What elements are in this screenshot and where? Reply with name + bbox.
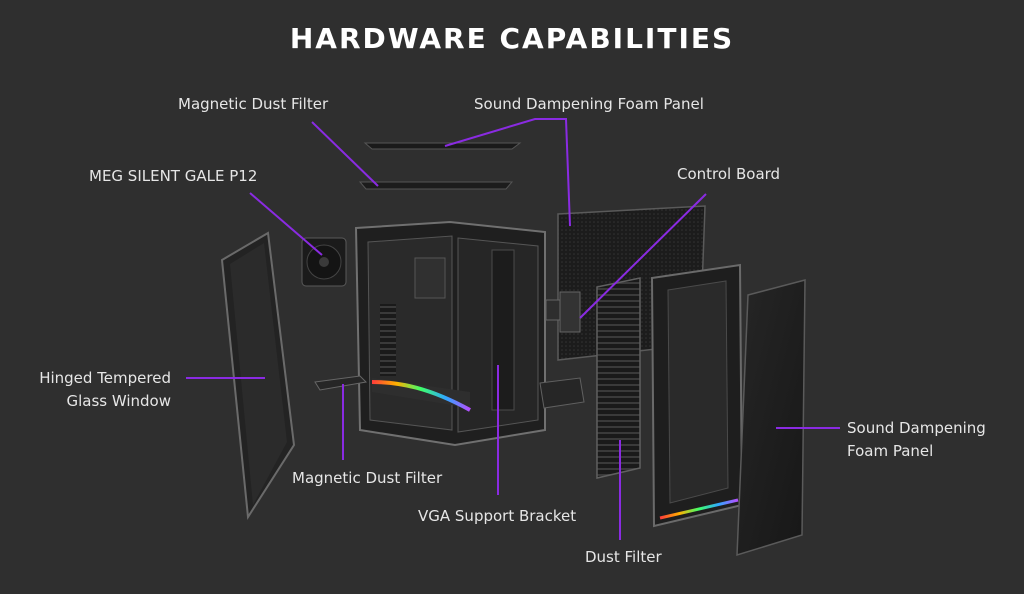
page-title: HARDWARE CAPABILITIES: [289, 22, 735, 55]
glass-window-part: [220, 231, 296, 520]
top-dust-filter-part: [358, 142, 522, 190]
callout-top-foam-panel: Sound Dampening Foam Panel: [474, 95, 704, 113]
callout-side-foam-panel: Sound Dampening Foam Panel: [847, 417, 986, 463]
callout-glass-window-line2: Glass Window: [66, 392, 171, 410]
leader-top-dust-filter: [311, 121, 379, 187]
front-frame-part: [650, 263, 744, 528]
callout-glass-window-line1: Hinged Tempered: [39, 369, 171, 387]
callout-vga-bracket: VGA Support Bracket: [418, 507, 577, 525]
leader-control-board: [579, 193, 707, 319]
callout-fan: MEG SILENT GALE P12: [89, 167, 258, 185]
callout-dust-filter: Dust Filter: [585, 548, 662, 566]
callout-bottom-dust-filter: Magnetic Dust Filter: [292, 469, 443, 487]
leader-lines: [186, 118, 840, 540]
leader-top-foam-panel: [444, 118, 571, 227]
leader-fan: [249, 192, 323, 256]
bottom-dust-filter-part: [314, 375, 368, 391]
vga-bracket-part: [539, 377, 585, 409]
callout-side-foam-line2: Foam Panel: [847, 442, 934, 460]
chassis-part: [354, 220, 546, 447]
fan-part: [301, 237, 347, 287]
front-dust-filter-part: [596, 277, 641, 479]
callout-side-foam-line1: Sound Dampening: [847, 419, 986, 437]
callout-control-board: Control Board: [677, 165, 781, 183]
callout-top-dust-filter: Magnetic Dust Filter: [178, 95, 329, 113]
callout-glass-window: Hinged Tempered Glass Window: [18, 367, 171, 413]
side-foam-panel-part: [736, 279, 806, 557]
